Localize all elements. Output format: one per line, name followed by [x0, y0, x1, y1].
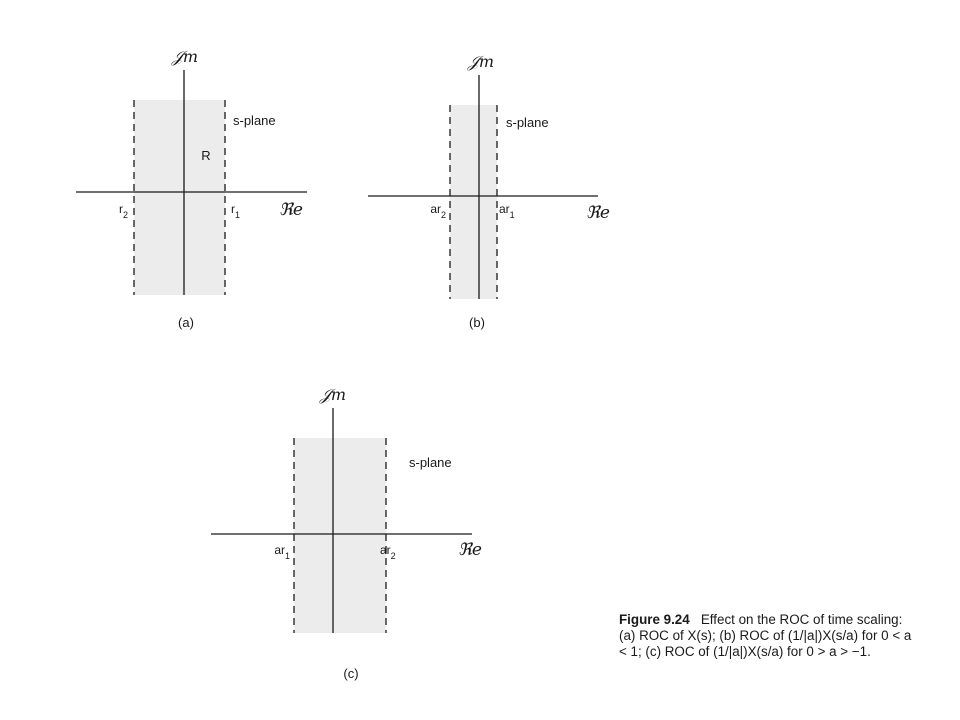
s-plane-label-c: s-plane	[409, 455, 452, 470]
panel-label-b: (b)	[469, 315, 485, 330]
left-boundary-label-c: ar1	[274, 543, 290, 561]
imaginary-axis-label-c: 𝒥m	[319, 385, 346, 404]
imaginary-axis-label-a: 𝒥m	[171, 47, 198, 66]
right-boundary-label-b: ar1	[499, 202, 515, 220]
roc-region-c	[294, 438, 386, 633]
left-boundary-label-a: r2	[119, 202, 128, 220]
region-label-a: R	[201, 148, 210, 163]
figure-number: Figure 9.24	[619, 612, 690, 627]
real-axis-label-a: ℜe	[279, 200, 303, 220]
left-boundary-label-b: ar2	[430, 202, 446, 220]
imaginary-axis-label-b: 𝒥m	[467, 52, 494, 71]
real-axis-label-c: ℜe	[458, 540, 482, 560]
real-axis-label-b: ℜe	[586, 203, 610, 223]
panel-label-c: (c)	[343, 666, 358, 681]
s-plane-label-b: s-plane	[506, 115, 549, 130]
right-boundary-label-c: ar2	[380, 543, 396, 561]
roc-region-b	[450, 105, 497, 299]
roc-region-a	[134, 100, 225, 295]
caption-text: Effect on the ROC of time scaling: (a) R…	[619, 612, 912, 659]
s-plane-label-a: s-plane	[233, 113, 276, 128]
panel-label-a: (a)	[178, 315, 194, 330]
figure-caption: Figure 9.24 Effect on the ROC of time sc…	[619, 612, 919, 660]
right-boundary-label-a: r1	[231, 202, 240, 220]
